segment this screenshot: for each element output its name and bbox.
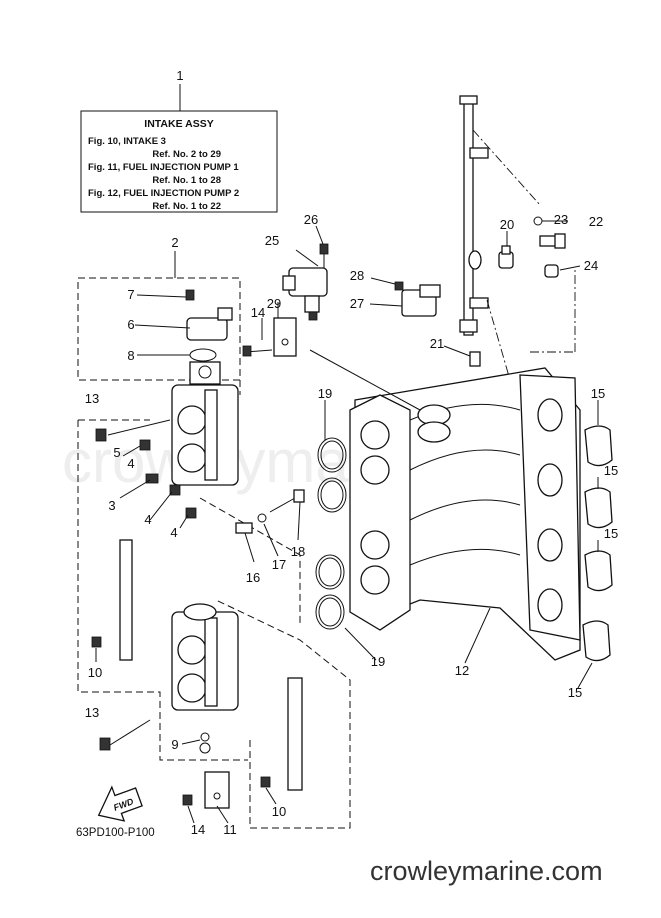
info-box-line: Fig. 12, FUEL INJECTION PUMP 2 (88, 188, 239, 199)
bracket-11 (204, 771, 230, 809)
info-box-line: Ref. No. 1 to 28 (152, 175, 221, 186)
callout-16: 16 (246, 570, 260, 585)
bolts (91, 419, 271, 806)
callout-27: 27 (350, 296, 364, 311)
callout-4: 4 (144, 512, 151, 527)
callout-29: 29 (267, 296, 281, 311)
callout-9: 9 (171, 737, 178, 752)
callout-4: 4 (170, 525, 177, 540)
info-box-line: Ref. No. 1 to 22 (152, 201, 221, 212)
throttle-body-lower (171, 603, 239, 754)
site-name: crowleymarine.com (370, 856, 603, 886)
linkage-parts (235, 489, 305, 534)
callout-20: 20 (500, 217, 514, 232)
callout-6: 6 (127, 317, 134, 332)
callout-13: 13 (85, 705, 99, 720)
assembly-group-outlines (77, 251, 351, 829)
fwd-arrow: FWD (97, 785, 143, 822)
o-rings-19 (315, 437, 347, 630)
sensor-27 (369, 277, 441, 317)
callout-25: 25 (265, 233, 279, 248)
info-box-line: Ref. No. 2 to 29 (152, 149, 221, 160)
callout-15: 15 (604, 463, 618, 478)
callout-13: 13 (85, 391, 99, 406)
callout-4: 4 (127, 456, 134, 471)
callout-22: 22 (589, 214, 603, 229)
info-box-title: INTAKE ASSY (144, 118, 213, 130)
fuel-rail (459, 95, 576, 381)
throttle-body-upper (171, 289, 239, 486)
callout-19: 19 (371, 654, 385, 669)
callout-10: 10 (88, 665, 102, 680)
callout-23: 23 (554, 212, 568, 227)
callout-5: 5 (113, 445, 120, 460)
callout-17: 17 (272, 557, 286, 572)
callout-15: 15 (604, 526, 618, 541)
o-ring-20 (498, 231, 514, 269)
callout-26: 26 (304, 212, 318, 227)
manifold-gaskets-15 (582, 425, 613, 662)
callout-15: 15 (591, 386, 605, 401)
callout-18: 18 (291, 544, 305, 559)
callout-1: 1 (176, 68, 183, 83)
callout-19: 19 (318, 386, 332, 401)
fuel-injector (533, 216, 568, 249)
callout-3: 3 (108, 498, 115, 513)
callout-11: 11 (223, 822, 237, 837)
callout-labels: 1 2 3 4 4 5 4 6 7 8 9 10 10 11 12 13 13 … (85, 68, 618, 837)
callout-10: 10 (272, 804, 286, 819)
plate-left (119, 539, 133, 661)
callout-2: 2 (171, 235, 178, 250)
callout-21: 21 (430, 336, 444, 351)
plate-right (287, 677, 303, 791)
callout-15: 15 (568, 685, 582, 700)
callout-8: 8 (127, 348, 134, 363)
callout-14: 14 (251, 305, 265, 320)
callout-12: 12 (455, 663, 469, 678)
info-box: INTAKE ASSY Fig. 10, INTAKE 3 Ref. No. 2… (80, 84, 278, 213)
plug-21 (443, 345, 481, 367)
pressure-sensor-25 (282, 225, 329, 321)
callout-28: 28 (350, 268, 364, 283)
info-box-line: Fig. 11, FUEL INJECTION PUMP 1 (88, 162, 239, 173)
callout-7: 7 (127, 287, 134, 302)
figure-code: 63PD100-P100 (76, 827, 155, 839)
callout-14: 14 (191, 822, 205, 837)
callout-24: 24 (584, 258, 598, 273)
intake-manifold (309, 349, 581, 661)
bracket-29 (242, 317, 297, 357)
info-box-line: Fig. 10, INTAKE 3 (88, 136, 166, 147)
leader-lines (95, 294, 599, 824)
seal-24 (544, 264, 581, 278)
